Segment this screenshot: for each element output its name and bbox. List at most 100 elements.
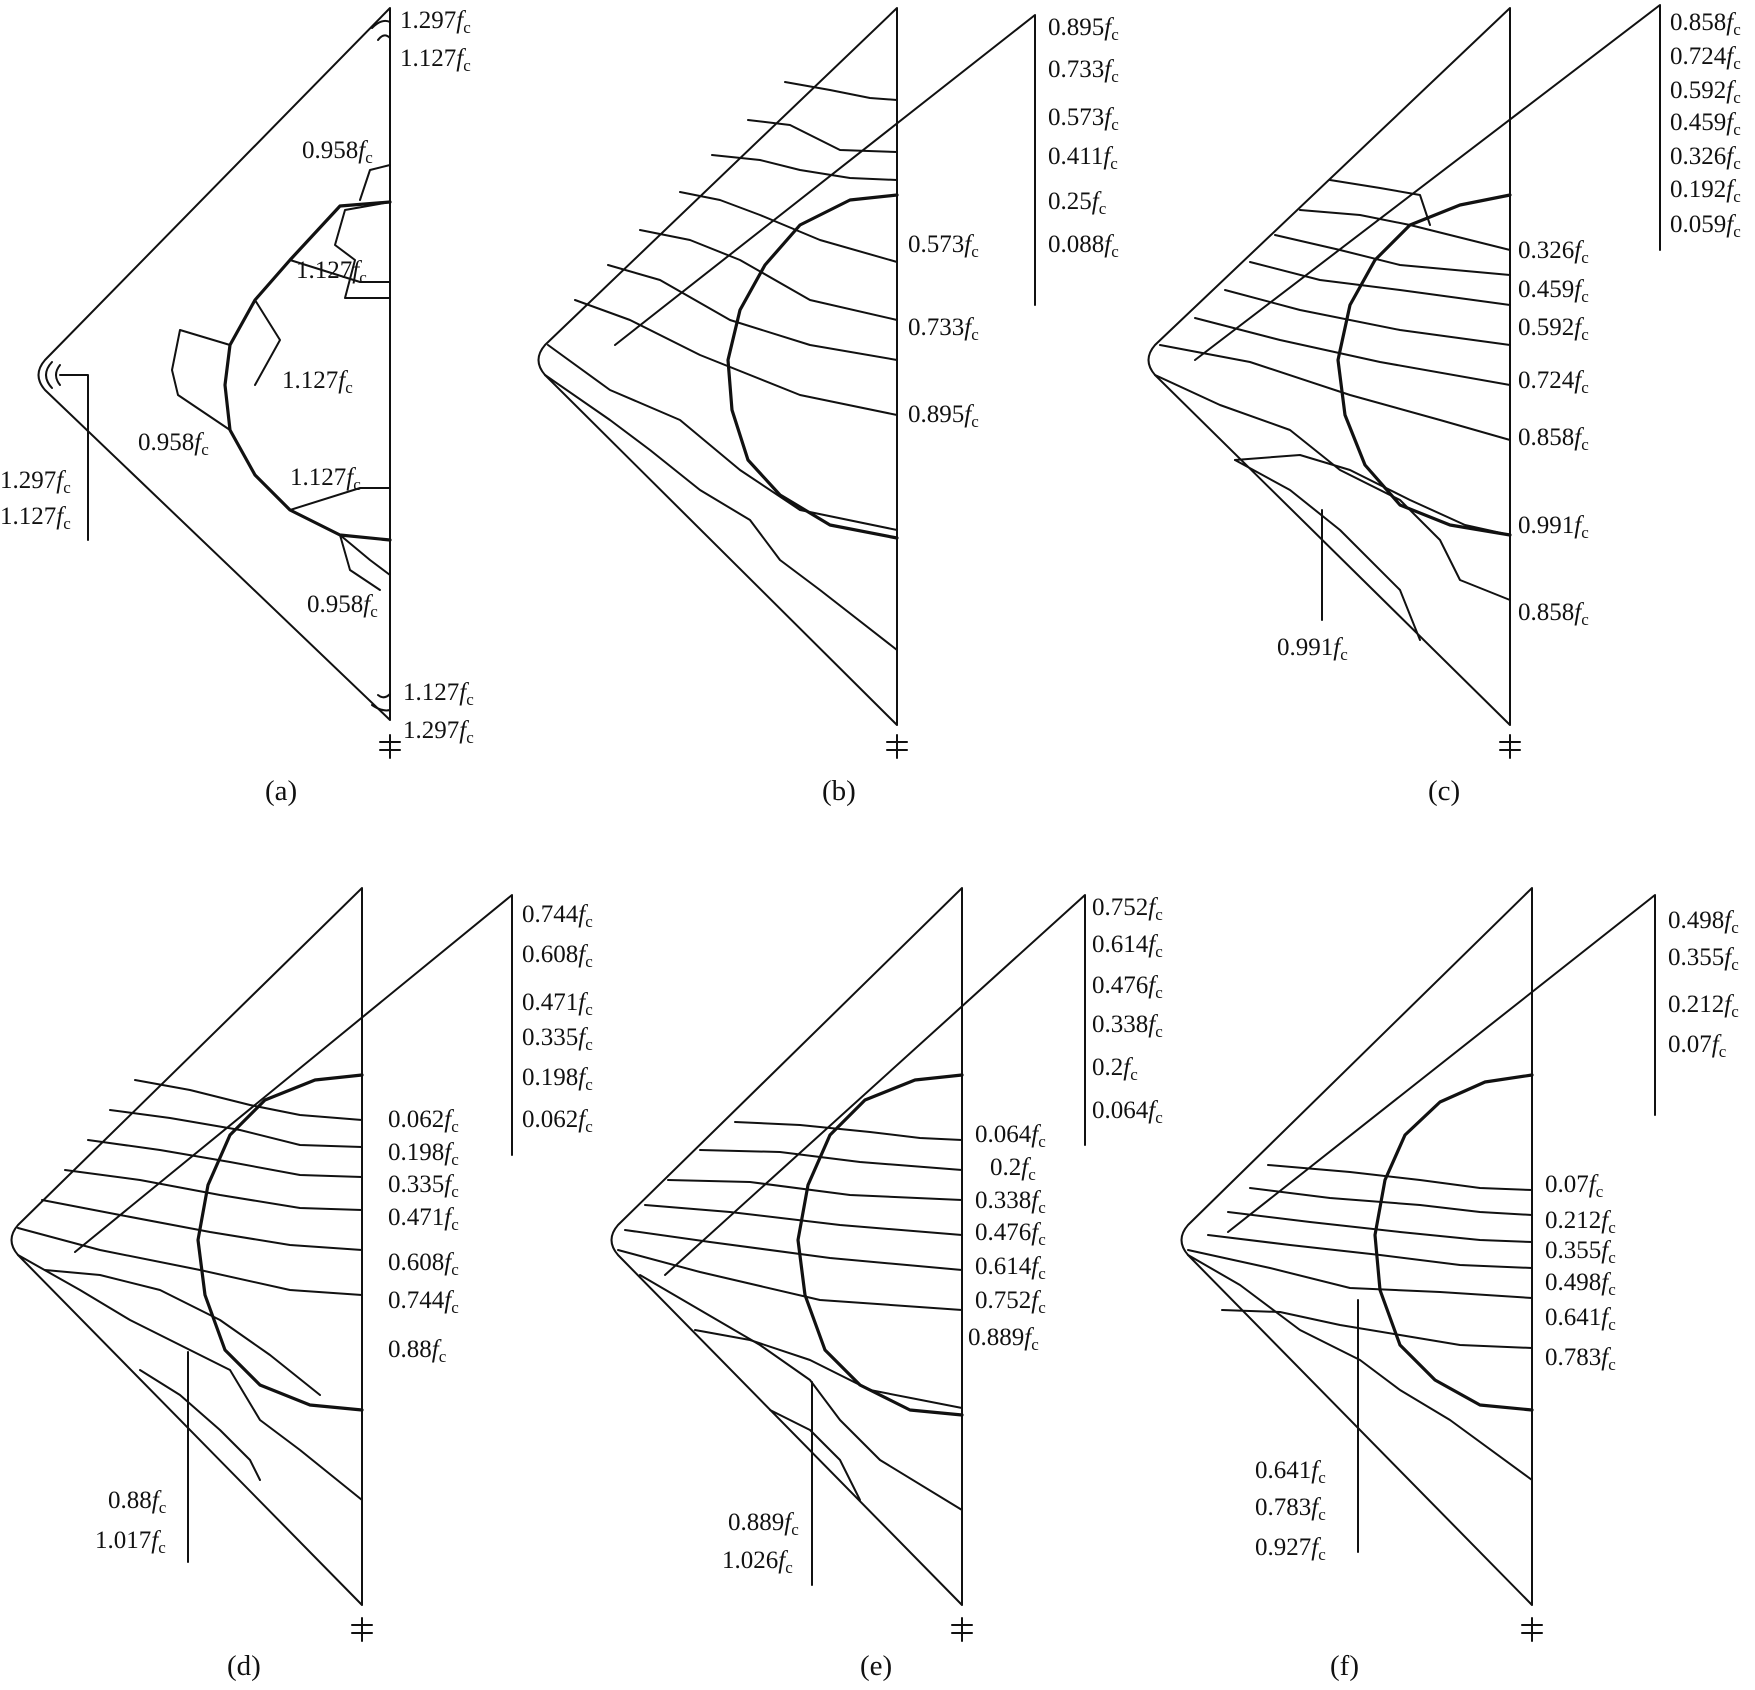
contour-label: 0.476fc [1092,972,1163,1002]
contour-line [711,154,898,181]
contour-label: 1.127fc [0,503,71,533]
contour-label: 0.858fc [1518,599,1589,629]
contour-label: 0.614fc [975,1253,1046,1283]
contour-line [1187,1249,1533,1299]
contour-line [139,1369,261,1481]
leader-line [74,894,513,1253]
contour-label: 0.326fc [1518,237,1589,267]
contour-label: 0.958fc [138,429,209,459]
contour-line [1329,179,1431,226]
contour-label: 0.641fc [1255,1457,1326,1487]
contour-label: 0.958fc [307,591,378,621]
contour-line [377,34,391,41]
contour-line [339,534,381,591]
contour-label: 1.127fc [400,45,471,75]
contour-line [87,1139,363,1178]
contour-line [694,1329,963,1409]
contour-line [617,1249,963,1311]
core-boundary [223,200,392,542]
contour-label: 1.026fc [722,1547,793,1577]
section-outline [610,887,963,1606]
panel-a: 1.297fc 1.127fc 0.958fc 1.127fc 1.127fc … [0,7,474,807]
contour-line [639,229,898,321]
contour-label: 0.471fc [388,1204,459,1234]
contour-label: 0.2fc [1092,1054,1138,1084]
contour-label: 0.062fc [522,1106,593,1136]
contour-label: 0.064fc [975,1121,1046,1151]
contour-label: 0.958fc [302,137,373,167]
contour-line [784,81,898,101]
contour-label: 0.476fc [975,1219,1046,1249]
contour-label: 0.411fc [1048,143,1118,173]
contour-line [1234,454,1511,536]
contour-label: 1.127fc [290,464,361,494]
contour-label: 0.88fc [388,1336,447,1366]
contour-label: 0.498fc [1545,1269,1616,1299]
contour-line [624,1229,963,1271]
contour-line [17,1254,363,1501]
contour-label: 0.744fc [388,1287,459,1317]
core-boundary [196,1073,364,1412]
contour-line [1187,1254,1533,1481]
panel-c: 0.858fc 0.724fc 0.592fc 0.459fc 0.326fc … [1147,4,1741,807]
contour-line [289,259,391,283]
contour-label: 0.592fc [1518,314,1589,344]
contour-line [747,119,898,153]
contour-label: 0.608fc [388,1249,459,1279]
contour-label: 0.991fc [1518,512,1589,542]
panel-caption: (b) [822,775,856,807]
contour-line [679,191,898,263]
contour-line [1154,374,1511,601]
contour-label: 0.744fc [522,901,593,931]
contour-line [64,1169,363,1211]
contour-label: 0.724fc [1670,43,1741,73]
contour-label: 0.783fc [1545,1344,1616,1374]
contour-label: 0.326fc [1670,143,1741,173]
contour-label: 0.889fc [968,1324,1039,1354]
contour-line [1207,1234,1533,1269]
contour-label: 0.355fc [1545,1237,1616,1267]
contour-line [1299,209,1511,251]
contour-label: 0.335fc [522,1024,593,1054]
panel-caption: (e) [860,1650,892,1682]
leader-line [1194,4,1661,361]
contour-label: 0.752fc [975,1287,1046,1317]
section-outline [1180,887,1533,1606]
core-boundary [726,193,899,540]
leader-line [664,894,1086,1276]
contour-label: 0.064fc [1092,1097,1163,1127]
contour-label: 0.783fc [1255,1494,1326,1524]
contour-label: 0.927fc [1255,1534,1326,1564]
panel-caption: (f) [1330,1650,1359,1682]
contour-label: 0.614fc [1092,931,1163,961]
contour-line [644,1204,963,1236]
contour-label: 0.25fc [1048,188,1107,218]
core-boundary [1373,1073,1534,1412]
contour-label: 0.07fc [1545,1171,1604,1201]
contour-label: 1.127fc [282,367,353,397]
contour-line [289,487,391,511]
contour-line [699,1149,963,1171]
contour-line [55,364,61,386]
contour-line [377,693,391,699]
contour-line [254,299,281,386]
contour-line [769,1409,861,1501]
contour-label: 0.059fc [1670,211,1741,241]
contour-line [1249,261,1511,306]
contour-line [134,1079,363,1121]
contour-line [371,19,391,29]
panel-f: 0.498fc 0.355fc 0.212fc 0.07fc 0.07fc 0.… [1180,887,1739,1682]
contour-line [17,1227,363,1296]
contour-label: 0.858fc [1670,9,1741,39]
leader-line [1227,894,1656,1233]
contour-line [41,1199,363,1251]
contour-label: 0.192fc [1670,176,1741,206]
contour-label: 1.127fc [403,679,474,709]
contour-line [734,1121,963,1141]
contour-label: 0.088fc [1048,231,1119,261]
contour-label: 0.355fc [1668,944,1739,974]
contour-line [1224,289,1511,346]
panel-d: 0.744fc 0.608fc 0.471fc 0.335fc 0.198fc … [10,887,593,1682]
contour-line [547,344,898,531]
contour-label: 0.88fc [108,1487,167,1517]
